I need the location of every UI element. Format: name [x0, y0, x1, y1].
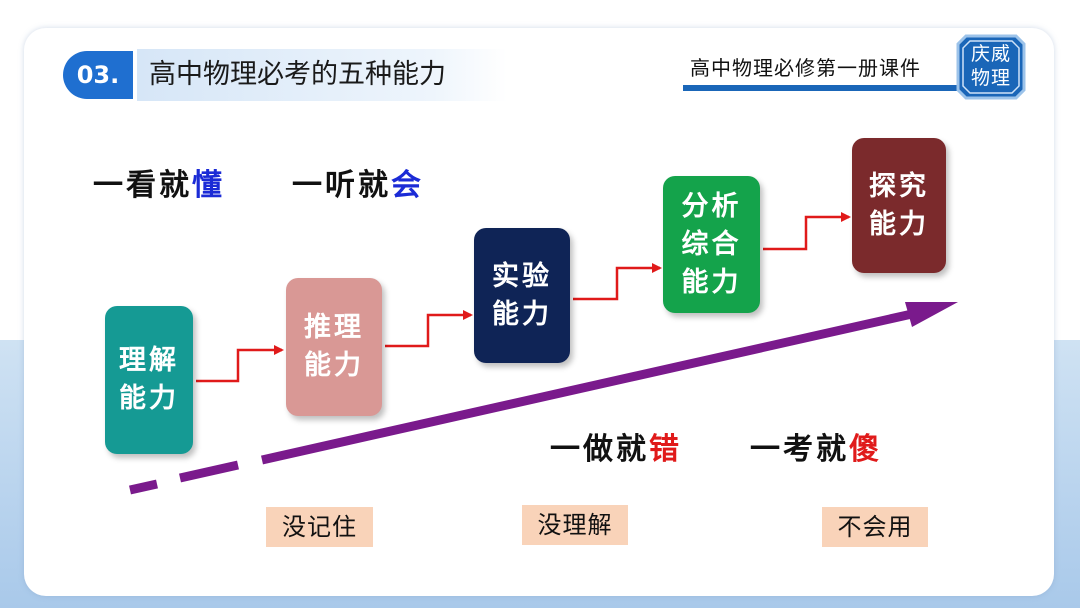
ability-label-line: 能力	[869, 208, 929, 240]
connector-2	[385, 310, 473, 348]
phrase-look-understand: 一看就懂	[93, 160, 225, 204]
section-number: 03.	[63, 51, 133, 99]
phrase-do-wrong: 一做就错	[550, 424, 682, 468]
ability-label-line: 实验	[492, 260, 552, 292]
logo-line-1: 庆威	[970, 43, 1011, 65]
phrase-prefix: 一看就	[93, 168, 192, 203]
phrase-prefix: 一听就	[292, 168, 391, 203]
progress-arrow	[129, 302, 958, 495]
ability-label-line: 能力	[304, 350, 364, 381]
phrase-key: 懂	[192, 168, 225, 203]
phrase-key: 傻	[849, 432, 882, 467]
ability-inquiry: 探究 能力	[852, 138, 946, 273]
ability-analysis-synthesis: 分析 综合 能力	[663, 176, 760, 313]
phrase-exam-dumb: 一考就傻	[750, 424, 882, 468]
connector-1	[196, 345, 284, 383]
phrase-key: 会	[391, 168, 424, 203]
ability-label-line: 能力	[492, 298, 552, 330]
tag-cannot-apply: 不会用	[822, 507, 928, 547]
phrase-hear-know: 一听就会	[292, 160, 424, 204]
phrase-prefix: 一做就	[550, 432, 649, 467]
section-title: 高中物理必考的五种能力	[137, 49, 507, 101]
ability-understanding: 理解 能力	[105, 306, 193, 454]
logo-text: 庆威 物理	[956, 42, 1026, 90]
course-title: 高中物理必修第一册课件	[690, 56, 921, 80]
ability-label-line: 理解	[119, 345, 179, 376]
ability-experiment: 实验 能力	[474, 228, 570, 363]
logo-badge-icon	[956, 34, 1026, 100]
phrase-prefix: 一考就	[750, 432, 849, 467]
phrase-key: 错	[649, 432, 682, 467]
ability-label-line: 分析	[681, 190, 742, 222]
tag-not-understood: 没理解	[522, 505, 628, 545]
ability-reasoning: 推理 能力	[286, 278, 382, 416]
ability-label-line: 综合	[681, 228, 742, 260]
ability-label-line: 推理	[304, 312, 364, 343]
ability-label-line: 能力	[119, 383, 179, 414]
ability-label-line: 能力	[681, 266, 742, 298]
ability-label-line: 探究	[869, 170, 929, 202]
connector-4	[763, 212, 851, 251]
connector-3	[573, 263, 662, 301]
course-underline	[683, 85, 958, 91]
logo-line-2: 物理	[970, 67, 1011, 89]
tag-not-memorized: 没记住	[266, 507, 373, 547]
